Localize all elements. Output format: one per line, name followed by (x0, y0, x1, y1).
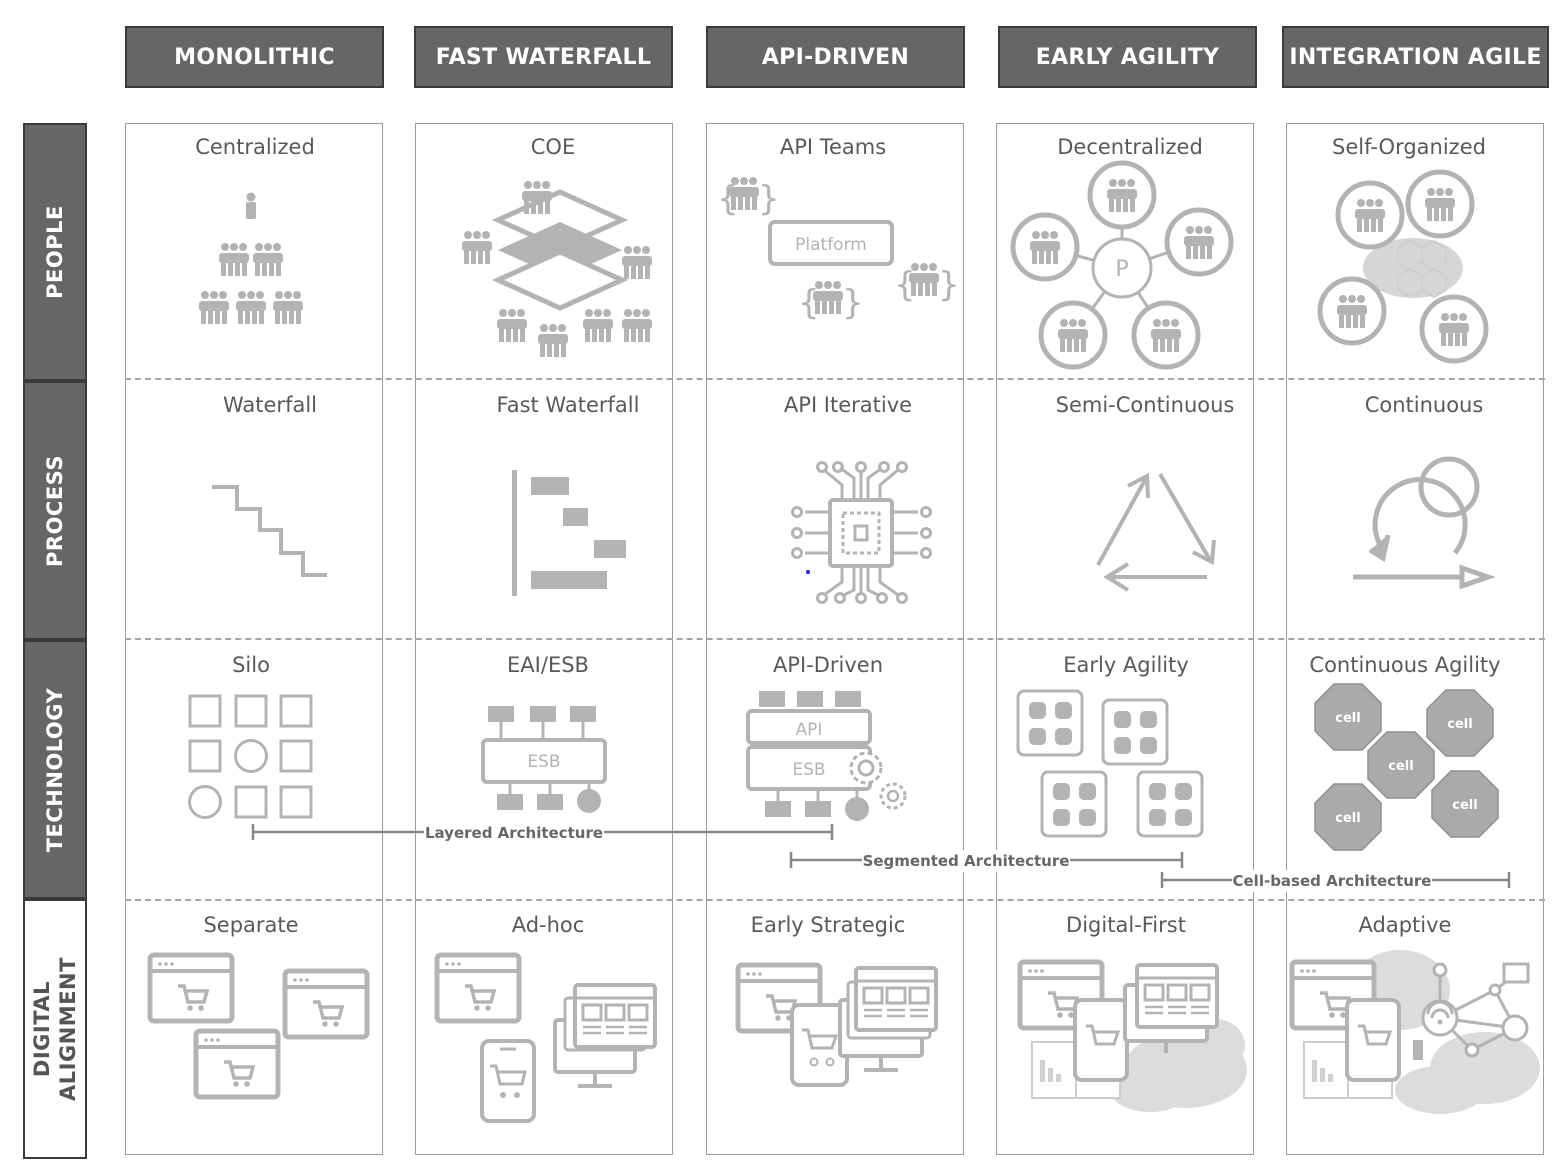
row-header-process: PROCESS (23, 381, 87, 640)
gantt-chart-icon (512, 470, 626, 596)
segmented-architecture-label: Segmented Architecture (863, 852, 1070, 870)
cell-title-early-agility: Early Agility (1063, 653, 1189, 677)
coe-layers-icon (462, 181, 652, 357)
cell-octagons-icon: cell cell cell cell cell (1314, 683, 1499, 851)
cell-title-ad-hoc: Ad-hoc (511, 913, 585, 937)
chip-icon (791, 461, 932, 604)
waterfall-stairs-icon (212, 485, 327, 577)
esb-label: ESB (792, 760, 825, 780)
column-header-early-agility: EARLY AGILITY (998, 26, 1257, 88)
cell-label: cell (1452, 798, 1477, 813)
svg-text:{: { (717, 179, 739, 219)
cell-title-semi-continuous: Semi-Continuous (1055, 393, 1235, 417)
cell-title-separate: Separate (203, 913, 299, 937)
api-label: API (796, 720, 823, 740)
separate-stores-icon (150, 955, 367, 1097)
early-agility-modules-icon (1016, 689, 1204, 838)
decentralized-network-icon: P (1010, 160, 1234, 370)
hub-p-label: P (1115, 257, 1128, 282)
cell-label: cell (1388, 759, 1413, 774)
column-header-monolithic: MONOLITHIC (125, 26, 384, 88)
cell-based-architecture-label: Cell-based Architecture (1233, 872, 1432, 890)
column-header-api-driven: API-DRIVEN (706, 26, 965, 88)
svg-text:}: } (758, 179, 780, 219)
row-header-digital-alignment: DIGITAL ALIGNMENT (23, 899, 87, 1159)
row-divider (125, 378, 1545, 380)
column-header-label: EARLY AGILITY (1035, 44, 1220, 70)
cell-title-continuous: Continuous (1364, 393, 1484, 417)
silo-grid-icon (188, 694, 313, 819)
api-teams-icon: { } Platform { } { } (717, 177, 960, 323)
cell-title-digital-first: Digital-First (1066, 913, 1186, 937)
cell-title-fast-waterfall: Fast Waterfall (496, 393, 640, 417)
digital-first-channels-icon (1020, 962, 1247, 1112)
column-header-label: FAST WATERFALL (435, 44, 652, 70)
row-divider (125, 899, 1545, 901)
svg-text:{: { (798, 283, 820, 323)
layered-architecture-span (251, 824, 834, 840)
cell-label: cell (1335, 711, 1360, 726)
centralized-hierarchy-icon (199, 192, 303, 324)
cell-title-api-iterative: API Iterative (783, 393, 913, 417)
column-header-label: INTEGRATION AGILE (1289, 44, 1542, 70)
platform-label: Platform (795, 235, 867, 255)
continuous-loop-icon (1353, 456, 1496, 590)
segmented-architecture-span (789, 852, 1184, 868)
column-header-label: MONOLITHIC (174, 44, 335, 70)
column-header-label: API-DRIVEN (761, 44, 910, 70)
cycle-triangle-icon (1096, 472, 1216, 592)
cell-title-api-driven: API-Driven (772, 653, 884, 677)
esb-label: ESB (527, 752, 560, 772)
cell-title-early-strategic: Early Strategic (750, 913, 906, 937)
column-header-integration-agile: INTEGRATION AGILE (1282, 26, 1549, 88)
layered-architecture-label: Layered Architecture (425, 824, 603, 842)
cell-title-eai-esb: EAI/ESB (507, 653, 589, 677)
adhoc-channels-icon (437, 955, 657, 1123)
self-organized-icon (1317, 169, 1489, 364)
api-esb-stack-icon: API ESB (746, 691, 907, 821)
cell-title-continuous-agility: Continuous Agility (1309, 653, 1501, 677)
cell-title-decentralized: Decentralized (1057, 135, 1203, 159)
row-divider (125, 638, 1545, 640)
cell-title-waterfall: Waterfall (222, 393, 318, 417)
adaptive-network-icon (1292, 950, 1540, 1114)
svg-text:}: } (938, 265, 960, 305)
esb-bus-icon: ESB (481, 706, 607, 813)
cell-label: cell (1335, 811, 1360, 826)
cell-based-architecture-span (1160, 872, 1511, 888)
cell-title-coe: COE (530, 135, 576, 159)
row-header-technology: TECHNOLOGY (23, 640, 87, 899)
svg-text:{: { (894, 265, 916, 305)
early-strategic-channels-icon (738, 965, 938, 1087)
cell-title-silo: Silo (232, 653, 270, 677)
cell-title-adaptive: Adaptive (1358, 913, 1452, 937)
cell-label: cell (1447, 717, 1472, 732)
cell-title-api-teams: API Teams (779, 135, 887, 159)
cell-title-centralized: Centralized (195, 135, 315, 159)
svg-text:}: } (842, 283, 864, 323)
cell-title-self-organized: Self-Organized (1332, 135, 1486, 159)
column-header-fast-waterfall: FAST WATERFALL (414, 26, 673, 88)
row-header-people: PEOPLE (23, 123, 87, 381)
